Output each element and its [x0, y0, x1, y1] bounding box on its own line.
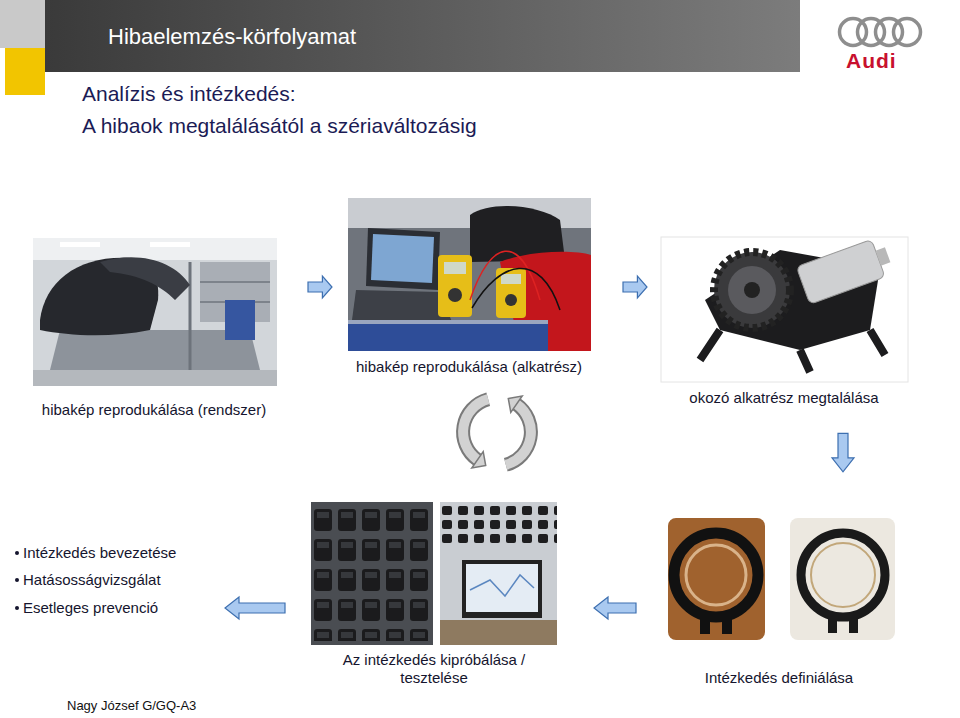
bullet-dot [15, 606, 19, 610]
box-label: Az intézkedés kipróbálása / tesztelése [324, 651, 544, 687]
subtitle: A hibaok megtalálásától a szériaváltozás… [82, 114, 477, 138]
box-label: hibakép reprodukálása (rendszer) [25, 401, 283, 419]
process-box: Az intézkedés kipróbálása / tesztelése [305, 480, 580, 690]
bullet-dot [15, 578, 19, 582]
photo-measurement [347, 197, 592, 352]
header-bar [45, 0, 800, 72]
photo-gear-motor [661, 236, 908, 382]
block-arrow [594, 597, 636, 619]
process-box: okozó alkatrész megtalálása [655, 215, 930, 425]
header-corner [0, 0, 45, 48]
block-arrow [308, 276, 332, 298]
block-arrow [832, 433, 854, 472]
box-3d-outline [340, 175, 615, 380]
list-item: Intézkedés bevezetése [23, 544, 185, 562]
block-arrow [623, 276, 647, 298]
cycle-arrows [463, 396, 531, 468]
photo-sensor-rings [656, 502, 903, 655]
block-arrow [225, 597, 285, 619]
photo-test-bench [311, 502, 557, 645]
list-item: Hatásosságvizsgálat [23, 571, 185, 589]
slide-title: Hibaelemzés-körfolyamat [108, 24, 356, 50]
logo-text: Audi [846, 49, 897, 73]
photo-system-rig [32, 237, 278, 387]
action-list-box: Intézkedés bevezetéseHatásosságvizsgálat… [10, 470, 205, 690]
box-label: okozó alkatrész megtalálása [655, 389, 913, 407]
audi-rings [840, 19, 921, 46]
subtitle: Analízis és intézkedés: [82, 82, 296, 106]
box-3d-outline [25, 215, 300, 425]
box-label: hibakép reprodukálása (alkatrész) [340, 358, 598, 376]
box-3d-outline [650, 480, 925, 690]
process-box: hibakép reprodukálása (rendszer) [25, 215, 300, 425]
process-box: Intézkedés definiálása [650, 480, 925, 690]
process-box: hibakép reprodukálása (alkatrész) [340, 175, 615, 380]
list-item: Esetleges prevenció [23, 599, 185, 617]
bullet-dot [15, 551, 19, 555]
yellow-square [5, 48, 45, 95]
box-label: Intézkedés definiálása [650, 669, 908, 687]
author-footer: Nagy József G/GQ-A3 [67, 698, 196, 713]
